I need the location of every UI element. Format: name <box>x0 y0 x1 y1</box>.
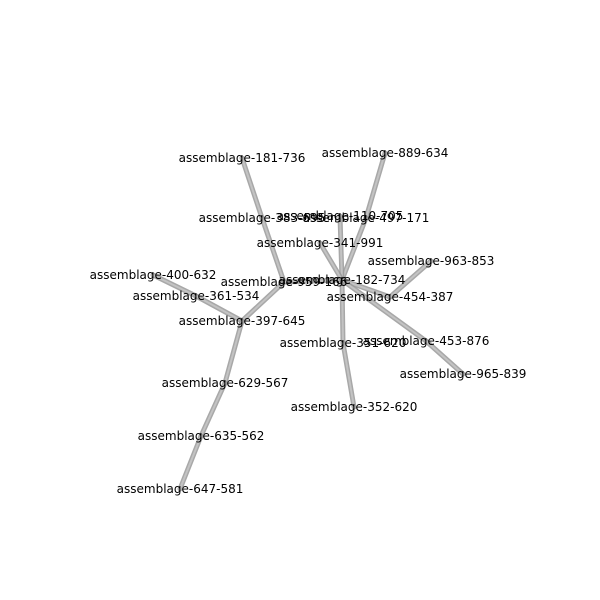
edge-assemblage-181-736-to-assemblage-383-695 <box>241 157 263 219</box>
node-label-assemblage-397-645: assemblage-397-645 <box>179 314 306 328</box>
node-label-assemblage-182-734: assemblage-182-734 <box>279 273 406 287</box>
node-label-assemblage-352-620: assemblage-352-620 <box>291 400 418 414</box>
label-layer: assemblage-181-736 assemblage-889-634 asse… <box>90 146 527 496</box>
edge-assemblage-351-620-to-assemblage-352-620 <box>342 342 355 408</box>
edge-layer <box>150 150 466 492</box>
node-label-assemblage-341-991: assemblage-341-991 <box>257 236 384 250</box>
edge-assemblage-453-876-to-assemblage-965-839 <box>425 340 464 375</box>
edge-assemblage-400-632-to-assemblage-361-534 <box>152 274 197 297</box>
node-label-assemblage-361-534: assemblage-361-534 <box>133 289 260 303</box>
edge-assemblage-629-567-to-assemblage-635-562 <box>200 382 226 437</box>
node-label-assemblage-965-839: assemblage-965-839 <box>400 367 527 381</box>
edge-assemblage-182-734-to-assemblage-453-876 <box>341 279 427 342</box>
edge-assemblage-889-634-to-assemblage-497-171 <box>365 152 386 219</box>
node-label-assemblage-453-876: assemblage-453-876 <box>363 334 490 348</box>
node-label-assemblage-647-581: assemblage-647-581 <box>117 482 244 496</box>
edge-assemblage-182-734-to-assemblage-351-620 <box>341 279 344 344</box>
edge-assemblage-110-705-to-assemblage-182-734 <box>339 215 343 281</box>
node-label-assemblage-629-567: assemblage-629-567 <box>162 376 289 390</box>
edge-assemblage-635-562-to-assemblage-647-581 <box>179 435 202 490</box>
edge-assemblage-959-166-to-assemblage-182-734 <box>283 279 343 283</box>
edge-assemblage-361-534-to-assemblage-397-645 <box>195 295 243 322</box>
node-label-assemblage-400-632: assemblage-400-632 <box>90 268 217 282</box>
node-label-assemblage-889-634: assemblage-889-634 <box>322 146 449 160</box>
node-label-assemblage-497-171: assemblage-497-171 <box>303 211 430 225</box>
edge-assemblage-497-171-to-assemblage-182-734 <box>341 217 367 281</box>
edge-assemblage-341-991-to-assemblage-182-734 <box>319 242 343 281</box>
edge-assemblage-959-166-to-assemblage-397-645 <box>241 281 285 322</box>
node-label-assemblage-110-705: assemblage-110-705 <box>277 209 404 223</box>
edge-assemblage-397-645-to-assemblage-629-567 <box>224 320 243 384</box>
edge-assemblage-963-853-to-assemblage-454-387 <box>389 260 432 298</box>
edge-assemblage-383-695-to-assemblage-959-166 <box>261 217 285 283</box>
node-label-assemblage-383-695: assemblage-383-695 <box>199 211 326 225</box>
node-label-assemblage-181-736: assemblage-181-736 <box>179 151 306 165</box>
node-label-assemblage-635-562: assemblage-635-562 <box>138 429 265 443</box>
node-label-assemblage-454-387: assemblage-454-387 <box>327 290 454 304</box>
node-label-assemblage-959-166: assemblage-959-166 <box>221 275 348 289</box>
node-label-assemblage-351-620: assemblage-351-620 <box>280 336 407 350</box>
node-label-assemblage-963-853: assemblage-963-853 <box>368 254 495 268</box>
